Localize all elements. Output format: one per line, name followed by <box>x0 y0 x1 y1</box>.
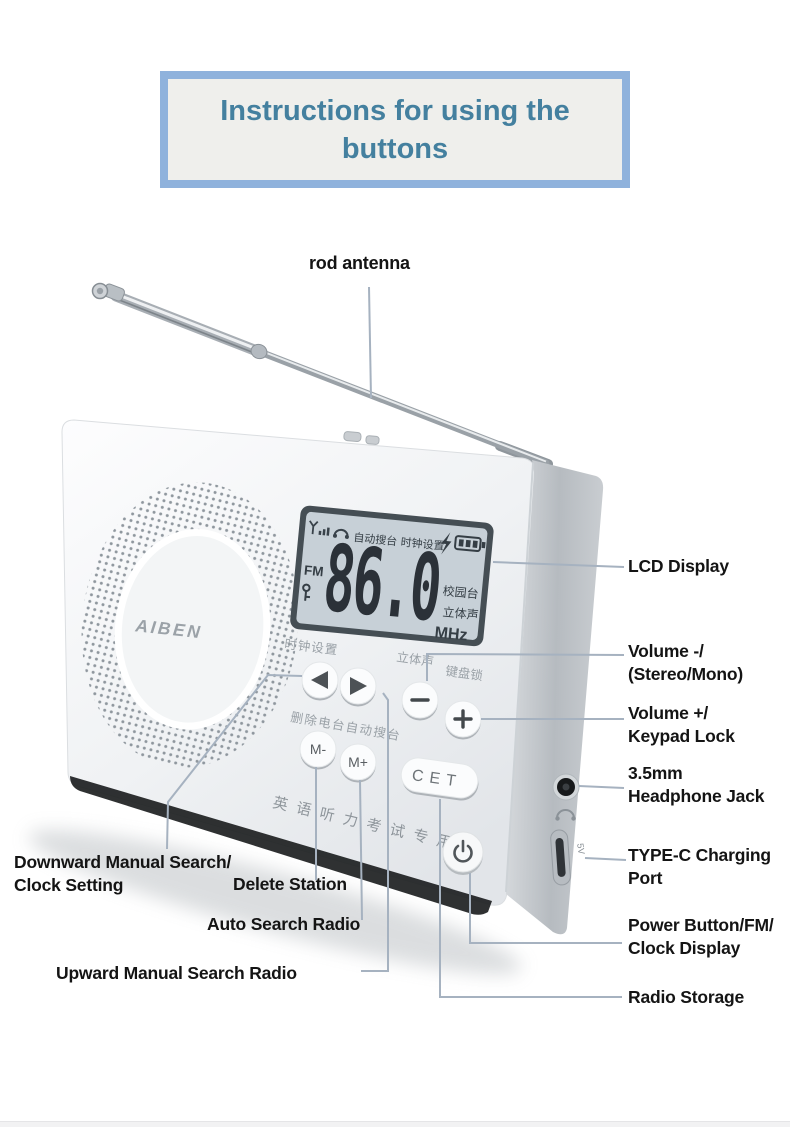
title-line1: Instructions for using the <box>220 94 570 127</box>
lcd-band: FM <box>303 563 324 580</box>
svg-text:CET: CET <box>411 767 463 791</box>
silkscreen-keypad-lock: 键盘锁 <box>445 663 485 683</box>
lcd-stereo-label: 立体声 <box>442 604 479 622</box>
radio-side-panel <box>506 460 604 935</box>
leader-line-power <box>469 873 622 944</box>
button-prev <box>301 661 339 701</box>
leader-line-auto-search <box>359 779 363 921</box>
label-volume-minus: Volume -/ (Stereo/Mono) <box>628 640 743 686</box>
title-box: Instructions for using the buttons <box>160 71 630 188</box>
leader-line-downward <box>166 673 303 850</box>
label-typec-line2: Port <box>628 868 663 888</box>
right-arrow-icon <box>350 677 367 695</box>
label-downward-line1: Downward Manual Search/ <box>14 852 232 872</box>
left-arrow-icon <box>311 671 328 689</box>
label-power-line2: Clock Display <box>628 938 741 958</box>
top-button-nub <box>343 431 362 442</box>
label-volume-minus-line2: (Stereo/Mono) <box>628 664 744 684</box>
label-typec: TYPE-C Charging Port <box>628 844 771 890</box>
button-m-minus: M- <box>299 730 337 770</box>
silkscreen-clock-setting: 时钟设置 <box>284 636 339 657</box>
label-upward: Upward Manual Search Radio <box>56 963 297 983</box>
speaker-grille: AIBEN <box>81 482 299 768</box>
plus-icon <box>453 709 473 729</box>
button-power <box>442 831 484 875</box>
lcd-station-label: 校园台 <box>442 583 479 601</box>
label-headphone-jack: 3.5mm Headphone Jack <box>628 762 764 808</box>
lcd-unit: MHz <box>434 624 468 644</box>
lcd-panel: 自动搜台 时钟设置 FM 86.0 校园台 立体声 MHz <box>290 505 494 647</box>
signal-icon <box>309 520 330 536</box>
button-volume-minus <box>401 681 439 721</box>
title-line2: buttons <box>341 132 449 165</box>
label-typec-line1: TYPE-C Charging <box>628 845 771 865</box>
power-icon <box>453 839 473 863</box>
svg-text:M-: M- <box>310 741 327 757</box>
label-volume-minus-line1: Volume -/ <box>628 641 704 661</box>
label-rod-antenna: rod antenna <box>309 253 410 273</box>
side-port-label: 5V <box>575 843 586 855</box>
label-headphone-line2: Headphone Jack <box>628 786 765 806</box>
label-radio-storage: Radio Storage <box>628 987 745 1007</box>
leader-line-headphone <box>578 785 625 789</box>
typec-port: 5V <box>550 829 587 886</box>
label-downward-line2: Clock Setting <box>14 875 124 895</box>
svg-text:M+: M+ <box>348 754 368 770</box>
label-auto-search: Auto Search Radio <box>207 914 361 934</box>
leader-line-volume-minus <box>426 652 625 681</box>
headphones-icon <box>332 528 349 539</box>
radio-base-strip <box>70 776 492 915</box>
label-volume-plus: Volume +/ Keypad Lock <box>628 702 735 748</box>
key-icon <box>302 583 311 601</box>
button-volume-plus <box>444 700 482 740</box>
label-power-line1: Power Button/FM/ <box>628 915 774 935</box>
lightning-icon <box>441 532 452 555</box>
top-button-nub <box>365 435 380 445</box>
label-volume-plus-line1: Volume +/ <box>628 703 709 723</box>
leader-line-typec <box>584 857 627 861</box>
radio-shadow <box>28 829 522 975</box>
leader-line-lcd <box>492 561 625 568</box>
headphone-jack <box>552 773 580 821</box>
battery-icon <box>454 535 486 553</box>
label-downward: Downward Manual Search/ Clock Setting <box>14 851 231 897</box>
label-headphone-line1: 3.5mm <box>628 763 683 783</box>
label-volume-plus-line2: Keypad Lock <box>628 726 735 746</box>
leader-line-storage <box>439 799 622 998</box>
label-lcd-display: LCD Display <box>628 556 729 576</box>
silkscreen-stereo: 立体声 <box>396 649 435 669</box>
leader-line-antenna <box>368 286 372 399</box>
label-delete-station: Delete Station <box>233 874 347 894</box>
bottom-strip <box>0 1121 790 1127</box>
leader-line-upward <box>361 692 389 972</box>
lcd-frequency: 86.0 <box>319 525 444 643</box>
button-m-plus: M+ <box>339 743 377 783</box>
label-power: Power Button/FM/ Clock Display <box>628 914 774 960</box>
button-next <box>339 667 377 707</box>
headphone-jack-icon <box>555 809 576 821</box>
rod-antenna <box>91 282 553 469</box>
button-cet: CET <box>400 757 479 801</box>
